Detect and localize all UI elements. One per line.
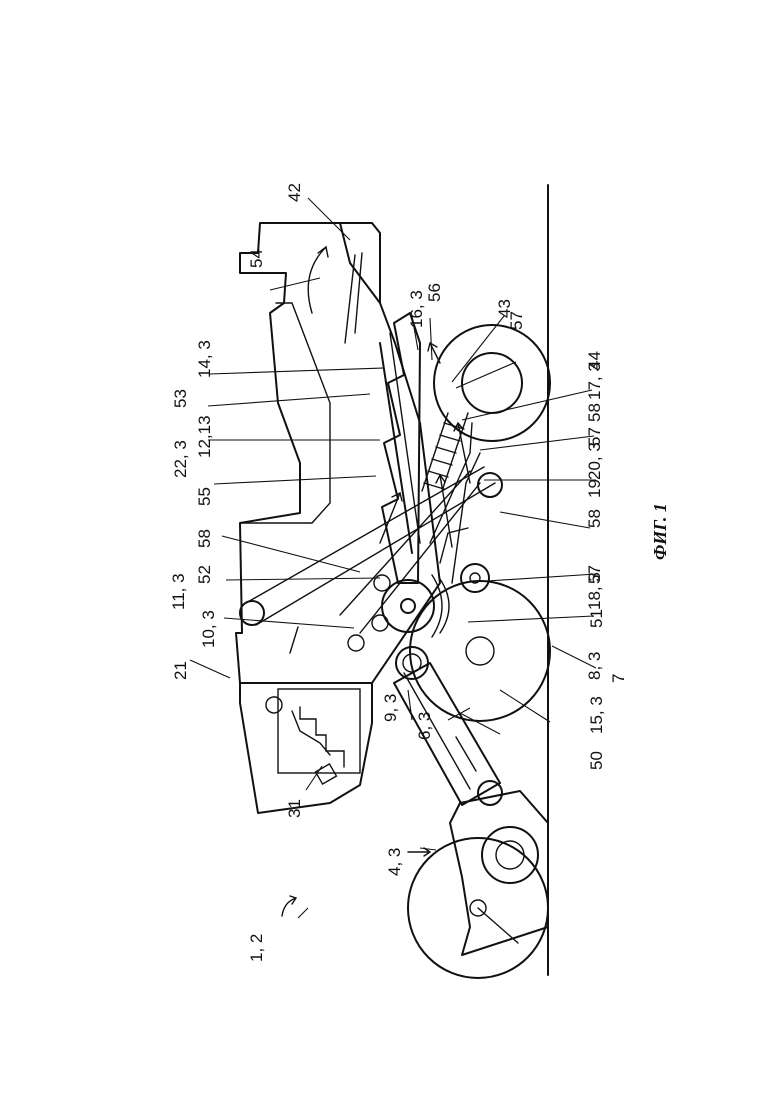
ref-label: 51 [587, 609, 606, 628]
grain-tank [240, 303, 330, 523]
elevator-belt-2 [246, 467, 484, 603]
chopper-deflector [345, 255, 355, 343]
elevator-pulley-top [240, 601, 264, 625]
figure-caption: ФИГ. 1 [650, 503, 670, 560]
rear-hood [340, 223, 380, 303]
ref-label: 16, 3 [407, 290, 426, 328]
ref-label: 9, 3 [381, 694, 400, 722]
ref-label: 43 [495, 299, 514, 318]
ref-label: 15, 3 [587, 696, 606, 734]
cleaning-fan [461, 564, 489, 592]
fan-housing [440, 528, 468, 563]
ref-label: 56 [425, 283, 444, 302]
elevator-mark [290, 627, 298, 653]
ref-label: 12,13 [195, 415, 214, 458]
reference-labels: 1, 2 4, 3 31 6, 3 9, 3 50 15, 3 7 8, 3 5… [169, 183, 628, 962]
ref-label: 19 [585, 479, 604, 498]
ref-label: 21 [171, 661, 190, 680]
ref-arrow-4-3 [408, 848, 430, 856]
rear-wheel-hub [462, 353, 522, 413]
ref-label: 55 [195, 487, 214, 506]
elevator-pulley-bottom [478, 473, 502, 497]
rear-wheel [434, 325, 550, 441]
ref-label: 58 [585, 403, 604, 422]
ref-label: 57 [585, 565, 604, 584]
ref-label: 10, 3 [199, 610, 218, 648]
ref-label: 20, 3 [585, 442, 604, 480]
operator-seat [300, 707, 344, 767]
ref-label: 22, 3 [171, 440, 190, 478]
header-frame [450, 791, 548, 955]
header-drum [482, 827, 538, 883]
ref-label: 57 [585, 427, 604, 446]
ref-label: 1, 2 [247, 934, 266, 962]
small-roller-3 [374, 575, 390, 591]
feeder-lead [456, 737, 476, 771]
ref-label: 31 [285, 799, 304, 818]
ref-label: 52 [195, 565, 214, 584]
ref-label: 58 [585, 509, 604, 528]
ref-label: 42 [285, 183, 304, 202]
ref-label: 58 [195, 529, 214, 548]
ref-label: 50 [587, 751, 606, 770]
ref-label: 4, 3 [385, 848, 404, 876]
front-wheel [410, 581, 550, 721]
straw-walker [382, 313, 420, 583]
cab-outline [240, 683, 372, 813]
small-roller-2 [372, 615, 388, 631]
ref-label: 7 [609, 674, 628, 683]
airflow-arrow-4 [428, 343, 440, 363]
return-belt-1 [360, 483, 480, 633]
cab-window [278, 689, 360, 773]
ref-label: 11, 3 [169, 573, 188, 610]
ref-label: 8, 3 [585, 652, 604, 680]
chopper-deflector-2 [355, 253, 362, 333]
ref-label: 44 [585, 351, 604, 370]
operator [266, 697, 330, 755]
ref-label: 53 [171, 389, 190, 408]
return-belt-2 [340, 471, 470, 615]
ref-label: 14, 3 [195, 340, 214, 378]
control-lever [316, 764, 337, 784]
threshing-drum-hub [401, 599, 415, 613]
front-wheel-hub [466, 637, 494, 665]
ref-label: 54 [247, 249, 266, 268]
small-roller-1 [348, 635, 364, 651]
ref-label: 6, 3 [415, 712, 434, 740]
ref-arrow-1-2 [282, 896, 296, 916]
feeder-chain [404, 673, 470, 789]
